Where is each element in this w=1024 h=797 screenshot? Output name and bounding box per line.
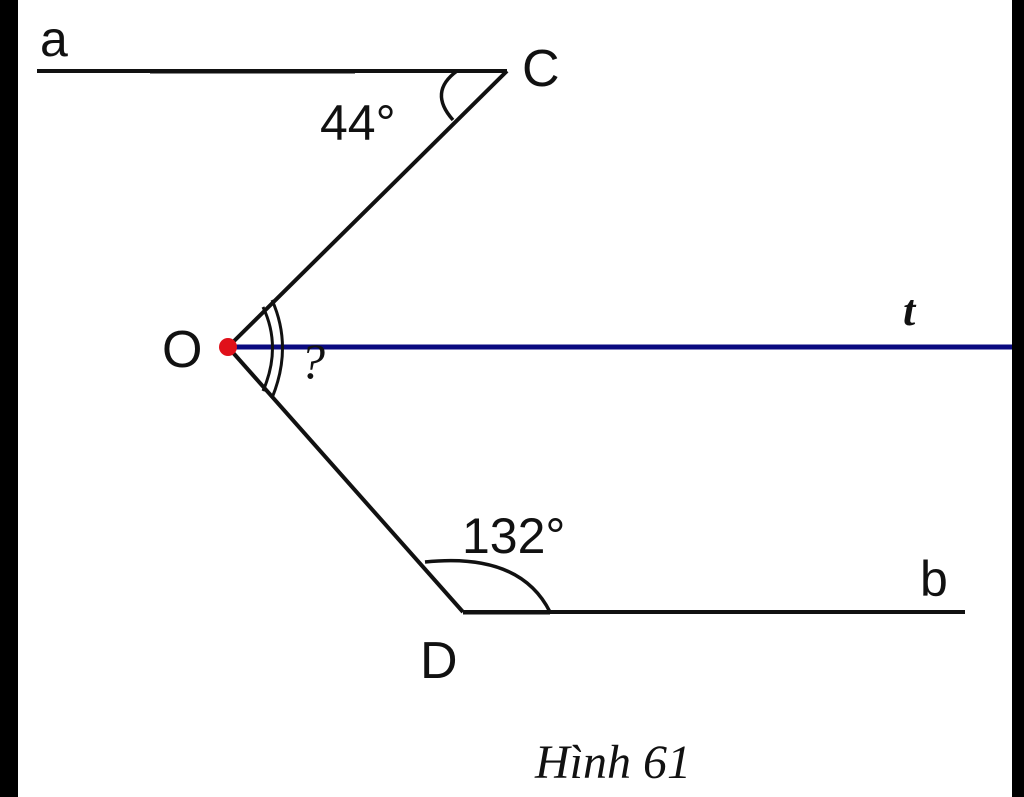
label-line-b: b	[920, 551, 948, 607]
label-point-o: O	[162, 321, 202, 379]
segment-co	[226, 69, 509, 349]
line-a	[37, 69, 507, 74]
angle-arc-o	[261, 299, 284, 399]
point-o-dot	[219, 338, 237, 356]
label-point-d: D	[420, 632, 458, 690]
angle-arc-d	[424, 558, 552, 613]
left-border	[0, 0, 18, 797]
label-line-t: t	[903, 286, 917, 335]
label-point-c: C	[522, 40, 560, 98]
label-angle-o: ?	[300, 333, 325, 389]
label-line-a: a	[40, 11, 68, 67]
figure-caption: Hình 61	[534, 736, 691, 789]
right-border	[1012, 0, 1024, 797]
angle-arc-c	[439, 69, 459, 122]
label-angle-c: 44°	[320, 95, 396, 151]
segment-od	[226, 345, 465, 614]
label-angle-d: 132°	[462, 508, 565, 564]
line-b	[463, 610, 965, 615]
